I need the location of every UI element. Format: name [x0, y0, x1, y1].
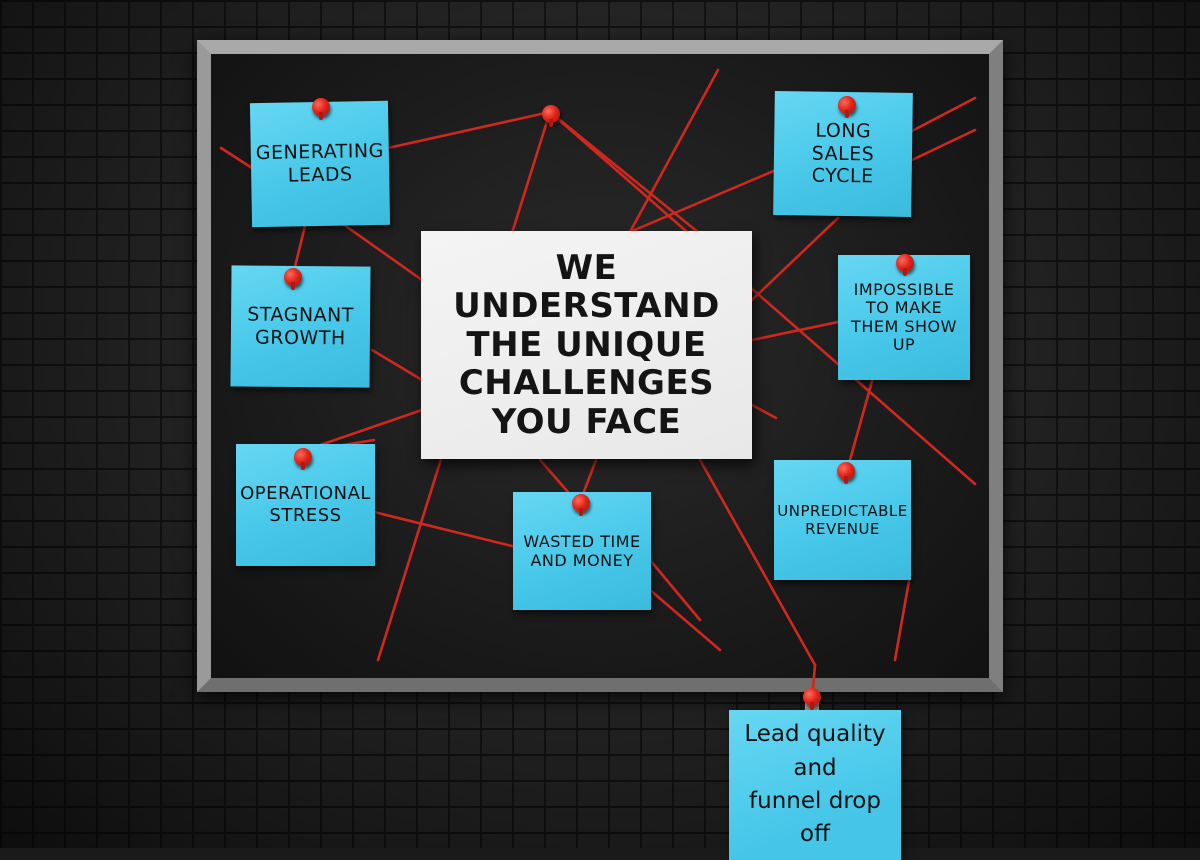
red-pushpin [838, 96, 856, 118]
sticky-note-operational-stress: OPERATIONAL STRESS [236, 444, 375, 566]
sticky-note-unpredictable-revenue: UNPREDICTABLE REVENUE [774, 460, 911, 580]
red-pushpin [294, 448, 312, 470]
red-pushpin [572, 494, 590, 516]
sticky-note-lead-quality: Lead quality and funnel drop off [729, 710, 901, 860]
red-pushpin [542, 105, 560, 127]
red-pushpin [837, 462, 855, 484]
headline-card: WE UNDERSTAND THE UNIQUE CHALLENGES YOU … [421, 231, 752, 459]
red-pushpin [312, 98, 330, 120]
sticky-note-wasted-time-and-money: WASTED TIME AND MONEY [513, 492, 651, 610]
red-pushpin [803, 688, 821, 710]
red-pushpin [896, 254, 914, 276]
red-pushpin [284, 268, 302, 290]
sticky-note-stagnant-growth: STAGNANT GROWTH [230, 265, 371, 388]
hanging-note-label: Lead quality and funnel drop off [744, 721, 886, 848]
headline-text: WE UNDERSTAND THE UNIQUE CHALLENGES YOU … [453, 247, 720, 442]
